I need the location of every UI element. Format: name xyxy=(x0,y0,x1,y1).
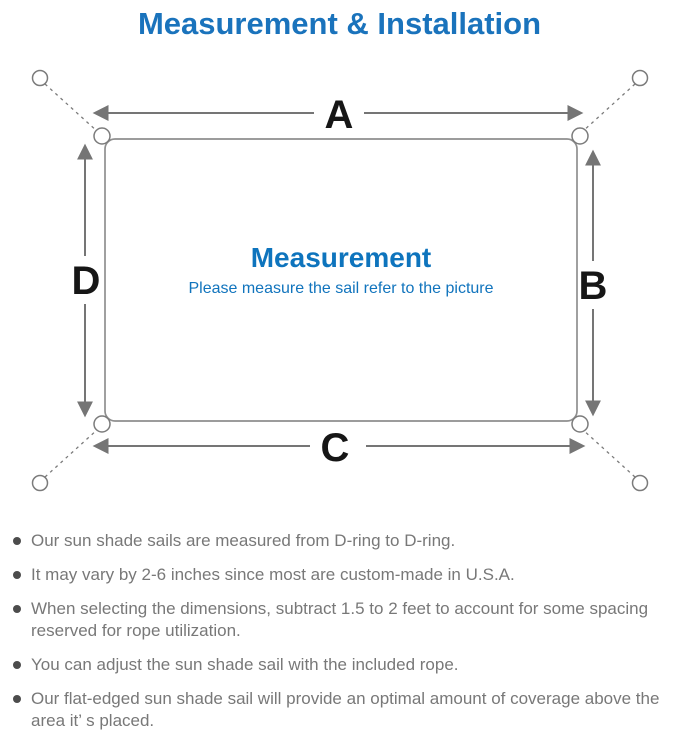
instruction-list: Our sun shade sails are measured from D-… xyxy=(0,520,679,732)
bullet-icon xyxy=(13,695,21,703)
d-ring-top-left xyxy=(93,127,111,145)
d-ring-bottom-left xyxy=(93,415,111,433)
diagram-center-subtitle: Please measure the sail refer to the pic… xyxy=(188,280,493,297)
rope-bottom-left xyxy=(44,428,99,478)
list-item: It may vary by 2-6 inches since most are… xyxy=(13,564,669,586)
sail-outline xyxy=(104,138,578,422)
list-item-text: Our sun shade sails are measured from D-… xyxy=(31,531,456,550)
bullet-icon xyxy=(13,605,21,613)
dimension-arrows xyxy=(77,105,601,454)
list-item: When selecting the dimensions, subtract … xyxy=(13,598,669,642)
dimension-label-b: B xyxy=(579,264,608,308)
dimension-label-c: C xyxy=(321,426,350,470)
rope-top-right xyxy=(581,83,636,133)
d-rings xyxy=(93,127,589,433)
bullet-icon xyxy=(13,537,21,545)
anchor-point-bottom-left xyxy=(31,474,49,492)
list-item-text: When selecting the dimensions, subtract … xyxy=(31,599,649,640)
rope-top-left xyxy=(44,83,99,133)
measurement-diagram: A B C D Measurement Please measure the s… xyxy=(0,60,679,520)
list-item-text: You can adjust the sun shade sail with t… xyxy=(31,655,459,674)
list-item: You can adjust the sun shade sail with t… xyxy=(13,654,669,676)
dimension-label-d: D xyxy=(72,259,101,303)
sail-diagram-svg: A B C D Measurement Please measure the s… xyxy=(31,69,649,492)
bullet-icon xyxy=(13,661,21,669)
diagram-center-title: Measurement xyxy=(251,242,432,273)
list-item-text: Our flat-edged sun shade sail will provi… xyxy=(31,689,660,730)
rope-bottom-right xyxy=(581,428,636,478)
anchor-point-top-right xyxy=(631,69,649,87)
dimension-label-a: A xyxy=(325,93,354,137)
bullet-icon xyxy=(13,571,21,579)
anchor-point-bottom-right xyxy=(631,474,649,492)
rope-dashed-lines xyxy=(44,83,636,478)
d-ring-top-right xyxy=(571,127,589,145)
page-title: Measurement & Installation xyxy=(137,6,542,41)
anchor-point-top-left xyxy=(31,69,49,87)
anchor-points xyxy=(31,69,649,492)
list-item-text: It may vary by 2-6 inches since most are… xyxy=(31,565,515,584)
list-item: Our flat-edged sun shade sail will provi… xyxy=(13,688,669,732)
list-item: Our sun shade sails are measured from D-… xyxy=(13,530,669,552)
d-ring-bottom-right xyxy=(571,415,589,433)
